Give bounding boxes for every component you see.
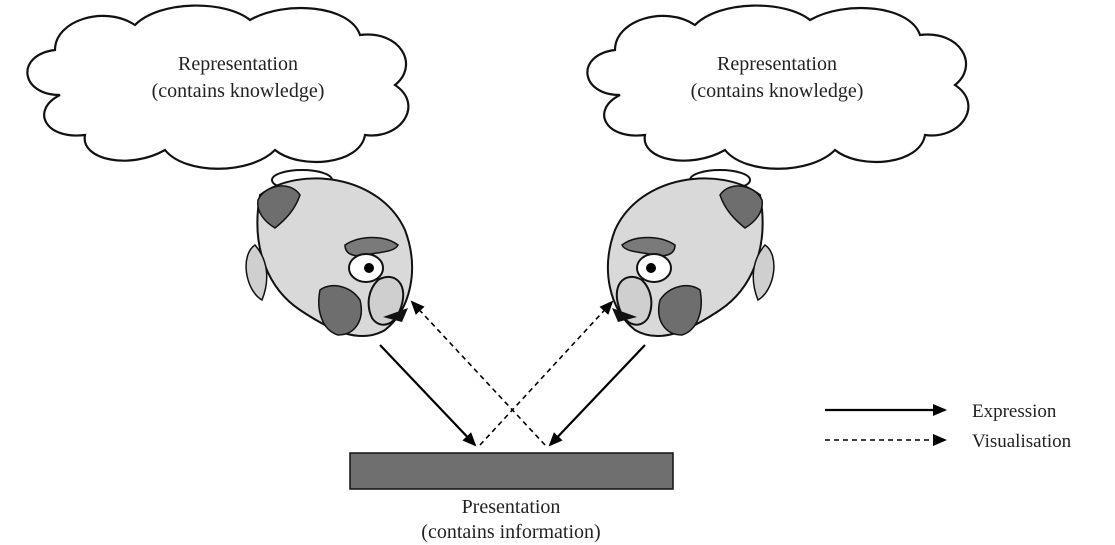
presentation-bar [349, 452, 674, 490]
right-pupil [646, 263, 656, 273]
presentation-title: Presentation [462, 496, 561, 518]
right-cloud-title: Representation [717, 53, 837, 75]
left-pupil [364, 263, 374, 273]
left-visualisation-arrow [410, 300, 546, 446]
right-visualisation-arrow [479, 300, 614, 446]
legend: Expression Visualisation [825, 401, 1072, 452]
thinking-head-left-icon [245, 169, 413, 338]
left-cloud-title: Representation [178, 53, 298, 75]
right-representation-cloud: Representation (contains knowledge) [586, 4, 970, 170]
right-cloud-subtitle: (contains knowledge) [691, 80, 864, 102]
thinking-head-right-icon [607, 169, 775, 338]
legend-expression-label: Expression [972, 401, 1057, 422]
left-representation-cloud: Representation (contains knowledge) [26, 4, 410, 170]
legend-visualisation-label: Visualisation [972, 431, 1072, 452]
right-expression-arrow [548, 344, 646, 447]
left-cloud-subtitle: (contains knowledge) [152, 80, 325, 102]
presentation-subtitle: (contains information) [421, 521, 600, 543]
left-expression-arrow [379, 344, 477, 447]
